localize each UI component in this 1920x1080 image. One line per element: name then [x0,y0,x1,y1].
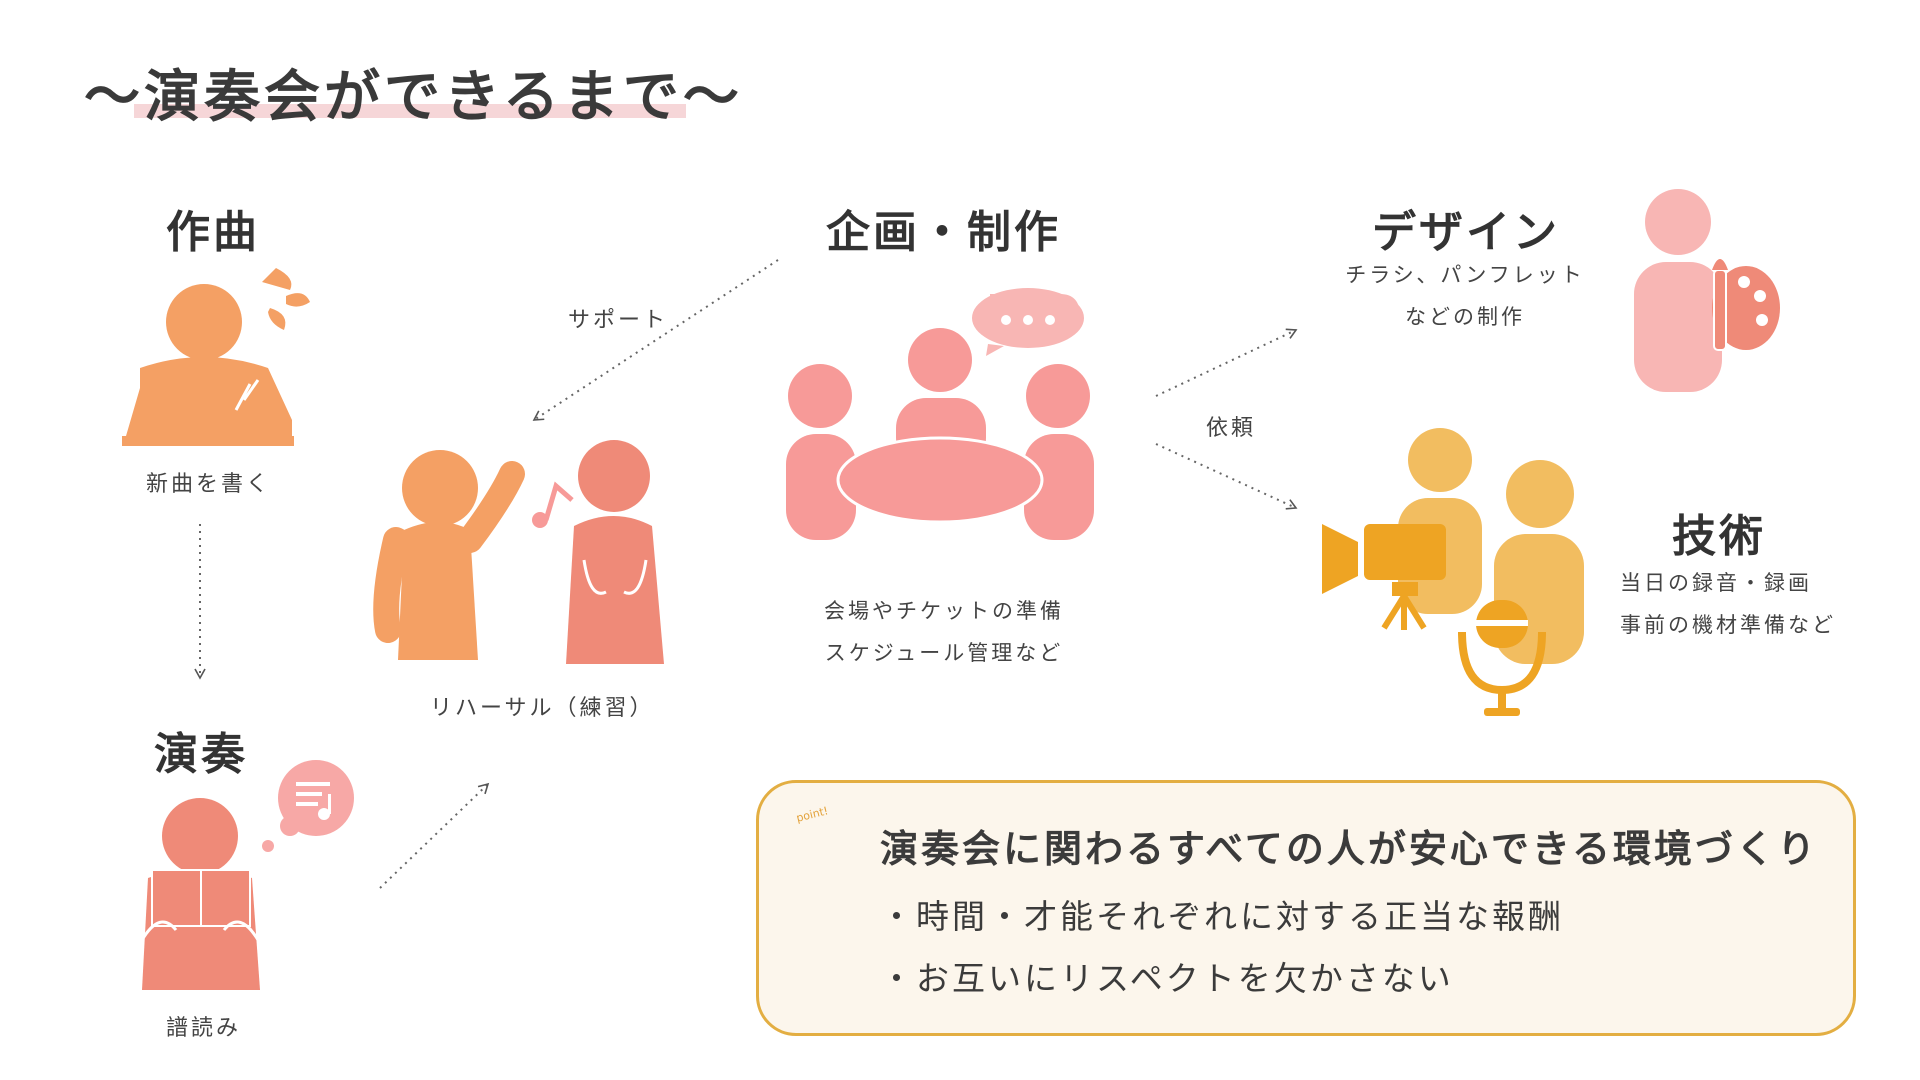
performance-caption: 譜読み [166,1016,242,1041]
support-label: サポート [568,308,669,333]
technical-lines: 当日の録音・録画 事前の機材準備など [1620,562,1836,646]
composition-caption: 新曲を書く [146,472,272,497]
design-heading: デザイン [1372,207,1560,258]
planning-line: 会場やチケットの準備 [824,599,1064,623]
design-line: チラシ、パンフレット [1345,263,1585,287]
rehearsal-figures [373,440,664,664]
arrow-request-technical [1155,443,1298,510]
point-bullet: ・お互いにリスペクトを欠かさない [880,959,1454,998]
designer-figure [1634,189,1780,392]
page-title: 〜演奏会ができるまで〜 [84,65,743,130]
arrow-perform-to-rehearsal [379,782,490,889]
point-bullet: ・時間・才能それぞれに対する正当な報酬 [880,897,1564,936]
technical-figures [1322,428,1584,716]
technical-line: 事前の機材準備など [1620,613,1836,637]
arrow-request-design [1155,328,1298,397]
composition-heading: 作曲 [166,207,260,258]
rehearsal-caption: リハーサル（練習） [430,696,655,721]
arrow-support [532,259,779,421]
point-box [756,780,1856,1036]
design-line: などの制作 [1405,305,1525,329]
request-label: 依頼 [1206,416,1257,441]
meeting-figures [786,288,1094,540]
planning-line: スケジュール管理など [824,641,1064,665]
performer-figure [140,760,354,990]
performance-heading: 演奏 [154,729,248,780]
title-highlight [134,104,686,118]
point-main: 演奏会に関わるすべての人が安心できる環境づくり [880,827,1819,871]
planning-heading: 企画・制作 [826,207,1061,258]
design-lines: チラシ、パンフレット などの制作 [1336,254,1594,338]
technical-heading: 技術 [1672,511,1766,562]
technical-line: 当日の録音・録画 [1620,571,1812,595]
planning-lines: 会場やチケットの準備 スケジュール管理など [796,590,1092,674]
composer-figure [122,268,310,446]
